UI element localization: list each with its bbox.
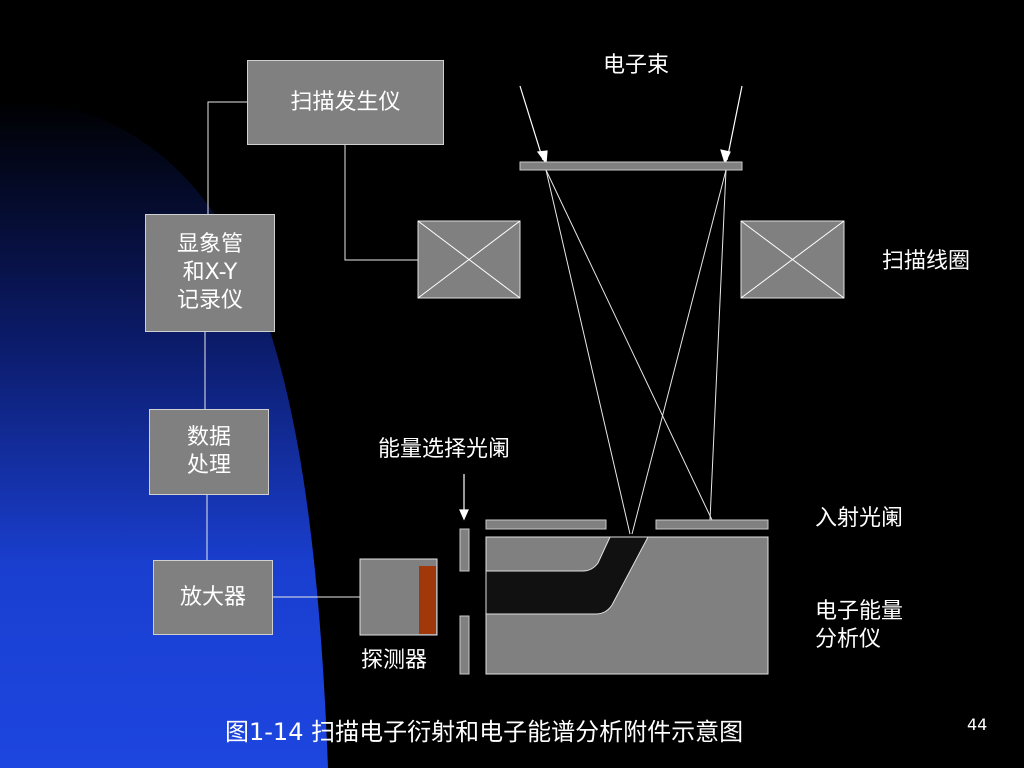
select-slit-lower bbox=[459, 615, 470, 675]
display-recorder-line-2: 和X-Y bbox=[182, 260, 238, 285]
detector-label: 探测器 bbox=[361, 648, 428, 673]
scan-coil-label: 扫描线圈 bbox=[882, 249, 971, 274]
electron-beam-label: 电子束 bbox=[603, 53, 670, 78]
data-processing-line-1: 数据 bbox=[186, 425, 231, 450]
analyzer-label: 电子能量 分析仪 bbox=[815, 598, 903, 654]
analyzer-label-line-1: 电子能量 bbox=[815, 599, 904, 624]
scan-generator-box: 扫描发生仪 bbox=[247, 60, 444, 145]
display-recorder-line-3: 记录仪 bbox=[176, 288, 243, 313]
connector-lines bbox=[204, 101, 418, 598]
analyzer-label-line-2: 分析仪 bbox=[815, 627, 882, 652]
scan-coil-right bbox=[740, 220, 845, 299]
data-processing-box: 数据 处理 bbox=[149, 409, 269, 495]
electron-beam-arrows bbox=[519, 85, 743, 165]
energy-select-aperture-label: 能量选择光阑 bbox=[378, 437, 511, 462]
aperture-arrow bbox=[459, 474, 469, 521]
select-slit-upper bbox=[459, 528, 470, 572]
data-processing-line-2: 处理 bbox=[186, 453, 231, 478]
beam-rays bbox=[545, 169, 727, 535]
amplifier-label: 放大器 bbox=[179, 584, 246, 610]
amplifier-box: 放大器 bbox=[153, 560, 273, 635]
scan-generator-label: 扫描发生仪 bbox=[290, 89, 401, 115]
scan-coil-left bbox=[417, 220, 521, 299]
analyzer-channel bbox=[485, 536, 649, 615]
top-plate bbox=[519, 161, 743, 171]
display-recorder-box: 显象管 和X-Y 记录仪 bbox=[145, 214, 275, 332]
display-recorder-line-1: 显象管 bbox=[176, 232, 243, 257]
detector-element bbox=[419, 566, 436, 634]
page-number: 44 bbox=[967, 715, 988, 734]
entrance-aperture-left bbox=[485, 519, 607, 530]
entrance-aperture-label: 入射光阑 bbox=[815, 506, 904, 531]
figure-caption: 图1-14 扫描电子衍射和电子能谱分析附件示意图 bbox=[225, 718, 744, 746]
entrance-aperture-right bbox=[655, 519, 769, 530]
